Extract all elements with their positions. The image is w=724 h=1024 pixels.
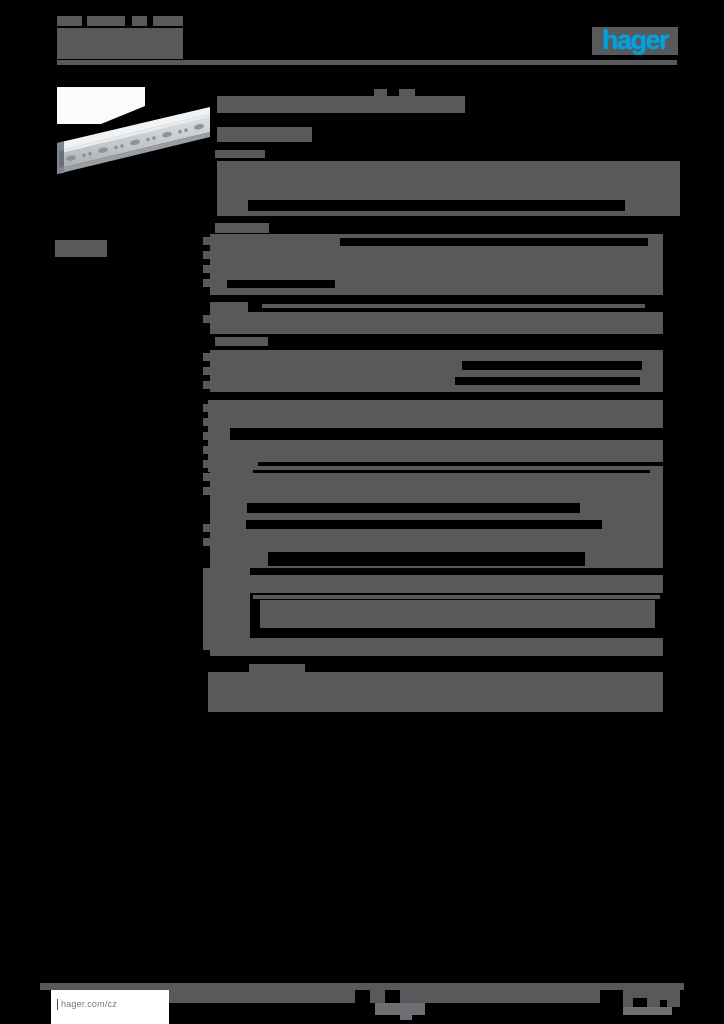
row-tick — [203, 446, 210, 454]
footer-bar-right — [400, 990, 600, 1003]
section6-table — [208, 672, 663, 712]
footer-pageinfo-tail — [400, 1015, 412, 1020]
section3-row-1 — [255, 410, 663, 428]
header-brand-block-4 — [153, 16, 183, 26]
side-label — [55, 240, 107, 257]
section4-row-gap-3 — [246, 520, 602, 529]
section4-row-gap-4 — [268, 552, 585, 566]
rail-holes — [66, 124, 204, 161]
section2-label — [210, 302, 248, 312]
header-brand-block-3 — [132, 16, 147, 26]
section3-row-3 — [258, 466, 663, 472]
row-tick — [203, 237, 210, 245]
section4-row-gap-1 — [253, 470, 650, 473]
logo-backdrop — [592, 27, 678, 55]
product-photo — [57, 87, 210, 174]
header-rule — [57, 60, 677, 65]
photo-background — [57, 87, 145, 124]
footer-right-gap-2 — [660, 1000, 667, 1007]
section2-value-line — [262, 304, 645, 308]
row-tick — [203, 404, 210, 412]
row-tick — [203, 460, 210, 468]
section2-table — [210, 312, 663, 334]
header-brand-block-1 — [57, 16, 82, 26]
row-tick — [203, 265, 210, 273]
row-tick — [203, 315, 210, 323]
footer-website-box: hager.com/cz — [51, 990, 169, 1024]
row-tick — [203, 367, 210, 375]
product-title-bar — [217, 96, 465, 113]
row-tick — [203, 418, 210, 426]
section3-row-gap-2 — [455, 377, 640, 385]
footer-right-gap-1 — [633, 998, 647, 1007]
section6-top-bar — [210, 650, 663, 656]
footer-right-block — [623, 990, 680, 1007]
section3-table-a — [210, 350, 663, 392]
row-tick — [203, 251, 210, 259]
section4-underline — [253, 595, 660, 599]
section3-label-gap — [230, 428, 258, 440]
footer-block-mid — [370, 990, 385, 1003]
section5-row-2 — [210, 638, 663, 650]
row-tick — [203, 524, 210, 532]
section3-header-bar — [210, 400, 663, 410]
section4-row-gap-5 — [250, 568, 663, 575]
product-subtitle-bar — [217, 127, 312, 142]
title-superscript-2 — [399, 89, 415, 96]
section5-label-column — [203, 568, 250, 650]
row-tick — [203, 487, 210, 495]
section4-row-gap-2 — [247, 503, 580, 513]
row-tick — [203, 473, 210, 481]
row-tick — [203, 353, 210, 361]
row-tick — [203, 432, 210, 440]
description-line-gap — [248, 200, 625, 211]
header-brand-block-2 — [87, 16, 125, 26]
section5-row-1 — [260, 600, 655, 628]
title-superscript-1 — [374, 89, 387, 96]
section3-row-gap-3 — [305, 430, 385, 439]
section1-row-gap-1 — [340, 238, 648, 246]
footer-pageinfo-block — [375, 1003, 425, 1015]
section3-row-2 — [258, 440, 663, 462]
section3-row-gap-1 — [462, 361, 642, 370]
footer-bar-left — [169, 990, 355, 1003]
row-tick — [203, 381, 210, 389]
section1-heading — [215, 223, 269, 233]
row-tick — [203, 279, 210, 287]
hager-logo: hager — [601, 25, 670, 55]
footer-strip — [40, 983, 684, 990]
footer-right-lower — [623, 1007, 672, 1015]
section6-label — [249, 664, 305, 672]
row-tick — [203, 538, 210, 546]
section2-footnote — [215, 337, 268, 346]
description-heading — [215, 150, 265, 158]
section1-row-gap-2 — [227, 280, 335, 288]
footer-website-link[interactable]: hager.com/cz — [57, 999, 117, 1010]
header-address-block — [57, 28, 183, 59]
